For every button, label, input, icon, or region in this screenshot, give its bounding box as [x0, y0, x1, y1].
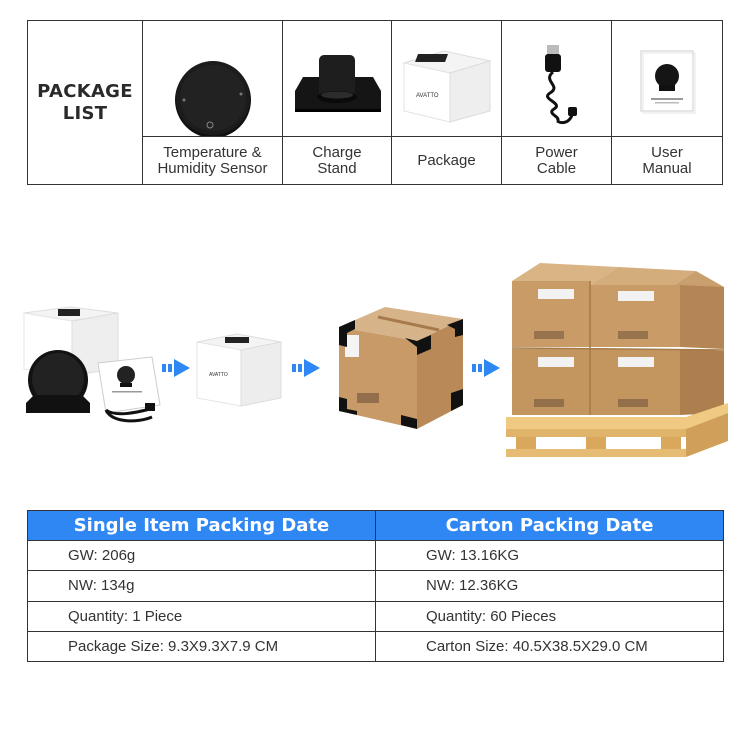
sensor-icon — [143, 21, 282, 137]
box-brand-text: AVATTO — [209, 372, 228, 378]
box-icon: AVATTO — [392, 21, 501, 137]
packing-flow-illustration: AVATTO — [0, 245, 750, 465]
single-quantity: Quantity: 1 Piece — [27, 600, 376, 632]
arrow-right-icon — [292, 359, 320, 377]
cable-icon — [502, 21, 611, 137]
package-item-label: Charge Stand — [312, 143, 362, 177]
package-item-label: Package — [417, 151, 476, 169]
package-item-label: Power Cable — [535, 143, 578, 177]
package-item-manual: User Manual — [612, 21, 722, 184]
package-list-title: PACKAGE LIST — [37, 80, 133, 124]
single-package-size: Package Size: 9.3X9.3X7.9 CM — [27, 630, 376, 663]
table-row: NW: 134g NW: 12.36KG — [27, 570, 724, 602]
carton-header: Carton Packing Date — [375, 510, 724, 541]
package-item-sensor: Temperature & Humidity Sensor — [143, 21, 283, 184]
single-nw: NW: 134g — [27, 570, 376, 602]
table-row: GW: 206g GW: 13.16KG — [27, 539, 724, 572]
carton-icon — [339, 307, 463, 429]
single-gw: GW: 206g — [27, 539, 376, 572]
package-item-box: AVATTO Package — [392, 21, 502, 184]
table-row: Quantity: 1 Piece Quantity: 60 Pieces — [27, 600, 724, 632]
arrow-right-icon — [472, 359, 500, 377]
product-kit-icon — [23, 306, 161, 423]
single-item-header: Single Item Packing Date — [27, 510, 376, 541]
table-row: Package Size: 9.3X9.3X7.9 CM Carton Size… — [27, 630, 724, 663]
single-box-icon: AVATTO — [196, 333, 282, 407]
package-list-table: PACKAGE LIST Temperature & Humidity Sens… — [27, 20, 723, 185]
manual-icon — [612, 21, 722, 137]
stand-icon — [283, 21, 391, 137]
package-item-stand: Charge Stand — [283, 21, 392, 184]
box-brand-text: AVATTO — [416, 93, 439, 99]
pallet-icon — [506, 263, 728, 457]
carton-size: Carton Size: 40.5X38.5X29.0 CM — [375, 630, 724, 663]
carton-quantity: Quantity: 60 Pieces — [375, 600, 724, 632]
carton-gw: GW: 13.16KG — [375, 539, 724, 572]
package-list-title-cell: PACKAGE LIST — [28, 21, 143, 184]
arrow-right-icon — [162, 359, 190, 377]
package-item-label: Temperature & Humidity Sensor — [157, 143, 268, 177]
packing-spec-table: Single Item Packing Date Carton Packing … — [27, 510, 724, 663]
package-item-label: User Manual — [642, 143, 692, 177]
package-item-cable: Power Cable — [502, 21, 612, 184]
carton-nw: NW: 12.36KG — [375, 570, 724, 602]
